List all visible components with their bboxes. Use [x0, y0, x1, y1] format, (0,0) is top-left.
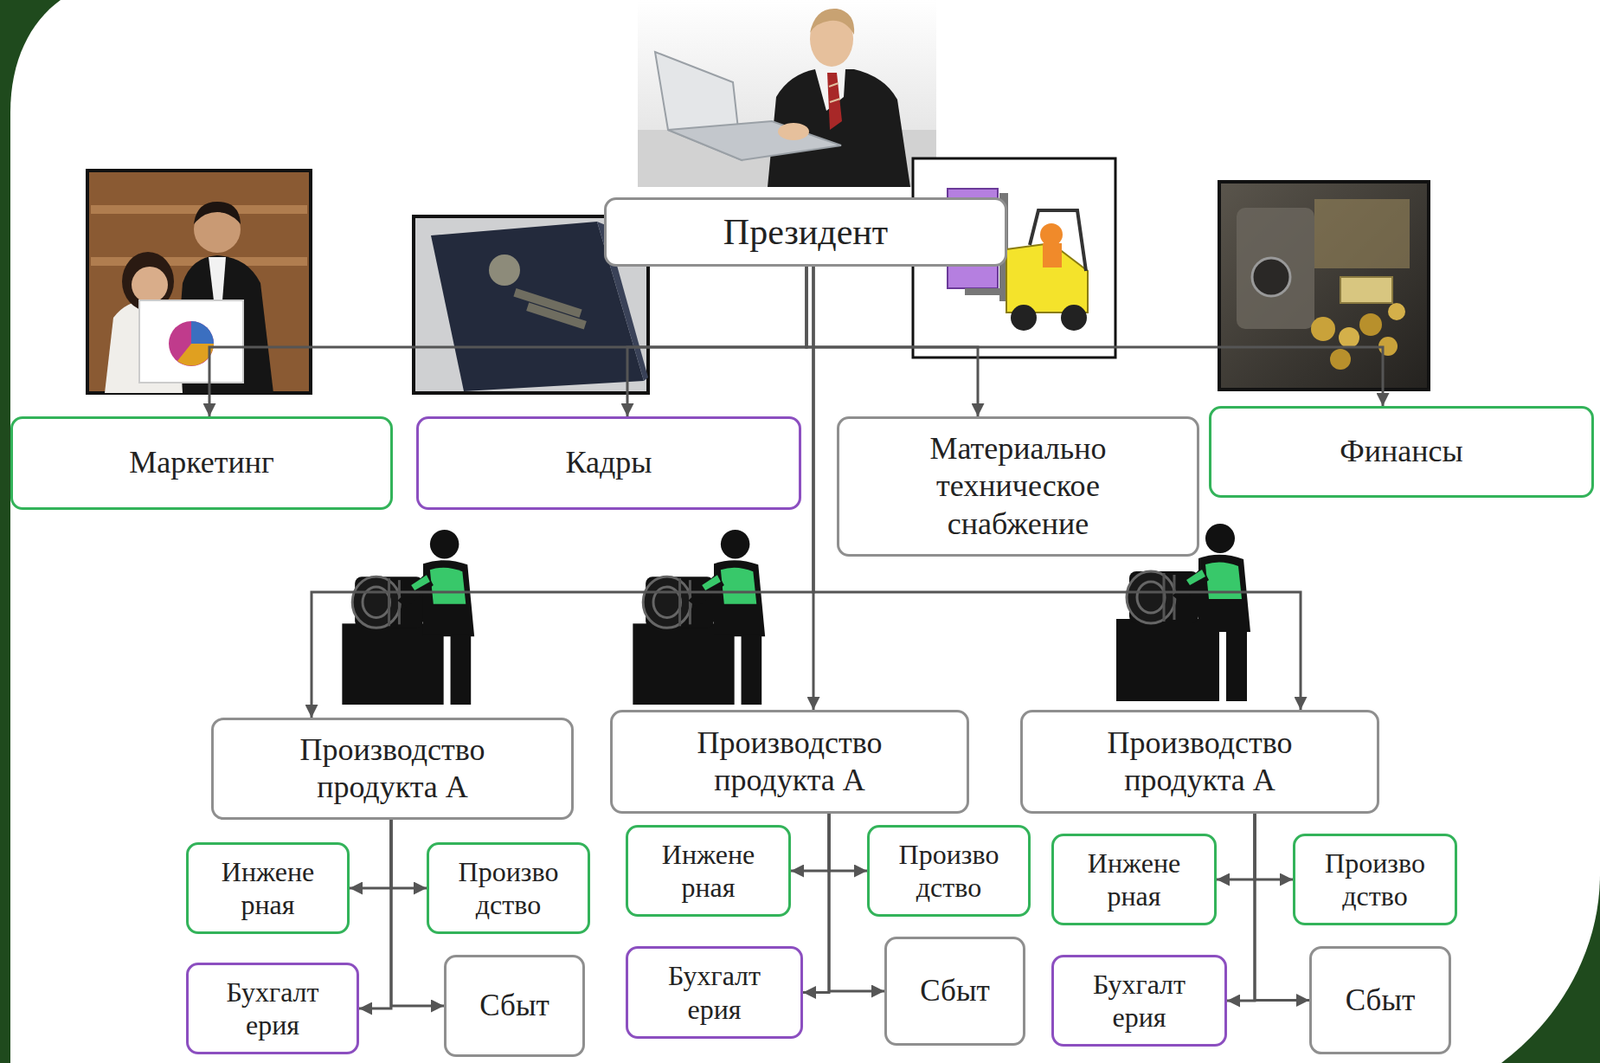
worker-icon: [341, 529, 475, 705]
connector-arrow: [790, 813, 829, 871]
node-label: Производство продукта А: [1070, 724, 1331, 799]
president-photo: [767, 69, 911, 187]
node-label: Произво дство: [899, 837, 1000, 905]
connector-arrow: [209, 266, 807, 417]
connector-arrow: [828, 813, 868, 871]
finance-photo: [1340, 276, 1393, 303]
forklift-clipart: [1010, 304, 1037, 331]
unit-box: Сбыт: [884, 936, 1026, 1046]
unit-box: Инжене рная: [1051, 833, 1217, 926]
forklift-clipart: [1029, 210, 1086, 271]
unit-box: Произво дство: [867, 824, 1031, 917]
president-photo: [809, 8, 855, 35]
division-box: Производство продукта А: [1020, 709, 1380, 814]
connector-arrow: [1216, 813, 1255, 880]
marketing-photo: [87, 170, 311, 393]
node-label: Маркетинг: [128, 443, 275, 482]
unit-box: Инжене рная: [186, 841, 350, 934]
connector-arrow: [806, 266, 978, 417]
forklift-clipart: [1040, 223, 1063, 246]
node-label: Производство продукта А: [263, 731, 523, 806]
node-label: Материально техническое снабжение: [930, 430, 1107, 543]
worker-icon: [632, 529, 765, 705]
connector-arrow: [391, 819, 427, 888]
node-label: Инжене рная: [221, 854, 315, 922]
division-box: Производство продукта А: [211, 717, 574, 820]
finance-photo: [1314, 199, 1410, 269]
finance-photo: [1219, 181, 1429, 390]
node-label: Произво дство: [458, 854, 560, 922]
department-box: Кадры: [416, 416, 802, 510]
node-label: Сбыт: [1345, 982, 1415, 1019]
forklift-clipart: [1006, 243, 1088, 313]
connector-arrow: [806, 266, 1383, 406]
finance-photo: [1236, 207, 1315, 329]
unit-box: Сбыт: [443, 954, 585, 1057]
node-label: Произво дство: [1324, 846, 1426, 913]
work-book-photo: [526, 302, 587, 329]
finance-photo: [1310, 316, 1336, 341]
finance-photo: [1359, 313, 1382, 336]
node-label: Финансы: [1339, 432, 1463, 470]
finance-photo: [1219, 181, 1429, 390]
connector-arrow: [359, 819, 392, 1009]
marketing-photo: [131, 266, 168, 303]
node-label: Бухгалт ерия: [1092, 967, 1186, 1035]
connector-arrow: [1254, 813, 1293, 880]
president-photo: [777, 122, 810, 141]
connector-arrow: [803, 813, 829, 993]
president-photo: [637, 0, 937, 187]
unit-box: Сбыт: [1309, 945, 1452, 1054]
marketing-photo: [191, 321, 214, 344]
finance-photo: [1330, 348, 1351, 370]
department-box: Финансы: [1208, 405, 1594, 498]
president-box: Президент: [604, 197, 1008, 267]
node-label: Сбыт: [479, 987, 549, 1024]
connector-arrow: [349, 819, 392, 888]
work-book-photo: [488, 254, 521, 286]
marketing-photo: [168, 321, 214, 367]
finance-photo: [1387, 302, 1406, 321]
connector-arrow: [1227, 813, 1255, 1001]
forklift-clipart: [964, 288, 1009, 296]
node-label: Кадры: [565, 443, 652, 482]
white-panel: [10, 0, 1600, 1063]
marketing-photo: [193, 201, 241, 225]
marketing-photo: [208, 257, 226, 301]
node-label: Производство продукта А: [660, 724, 920, 799]
unit-box: Произво дство: [1292, 833, 1458, 926]
connector-arrow: [627, 266, 807, 417]
president-photo: [829, 98, 841, 103]
division-box: Производство продукта А: [610, 709, 970, 814]
unit-box: Инжене рная: [625, 824, 791, 917]
president-photo: [827, 72, 842, 130]
president-photo: [668, 121, 842, 161]
president-photo: [637, 0, 937, 187]
unit-box: Бухгалт ерия: [1051, 954, 1228, 1047]
finance-photo: [1252, 257, 1291, 296]
finance-photo: [1338, 327, 1360, 348]
node-label: Инжене рная: [1087, 846, 1181, 913]
department-box: Материально техническое снабжение: [836, 416, 1200, 557]
forklift-clipart: [1042, 243, 1062, 268]
node-label: Бухгалт ерия: [668, 958, 761, 1026]
node-label: Сбыт: [919, 972, 990, 1009]
unit-box: Произво дство: [426, 841, 591, 934]
node-label: Инжене рная: [661, 837, 755, 905]
unit-box: Бухгалт ерия: [625, 945, 804, 1039]
node-label: Президент: [723, 210, 888, 254]
marketing-photo: [139, 300, 244, 383]
unit-box: Бухгалт ерия: [186, 962, 360, 1054]
node-label: Бухгалт ерия: [225, 975, 319, 1042]
department-box: Маркетинг: [10, 416, 393, 510]
marketing-photo: [87, 170, 311, 393]
president-photo: [828, 83, 839, 87]
forklift-clipart: [1060, 304, 1087, 331]
